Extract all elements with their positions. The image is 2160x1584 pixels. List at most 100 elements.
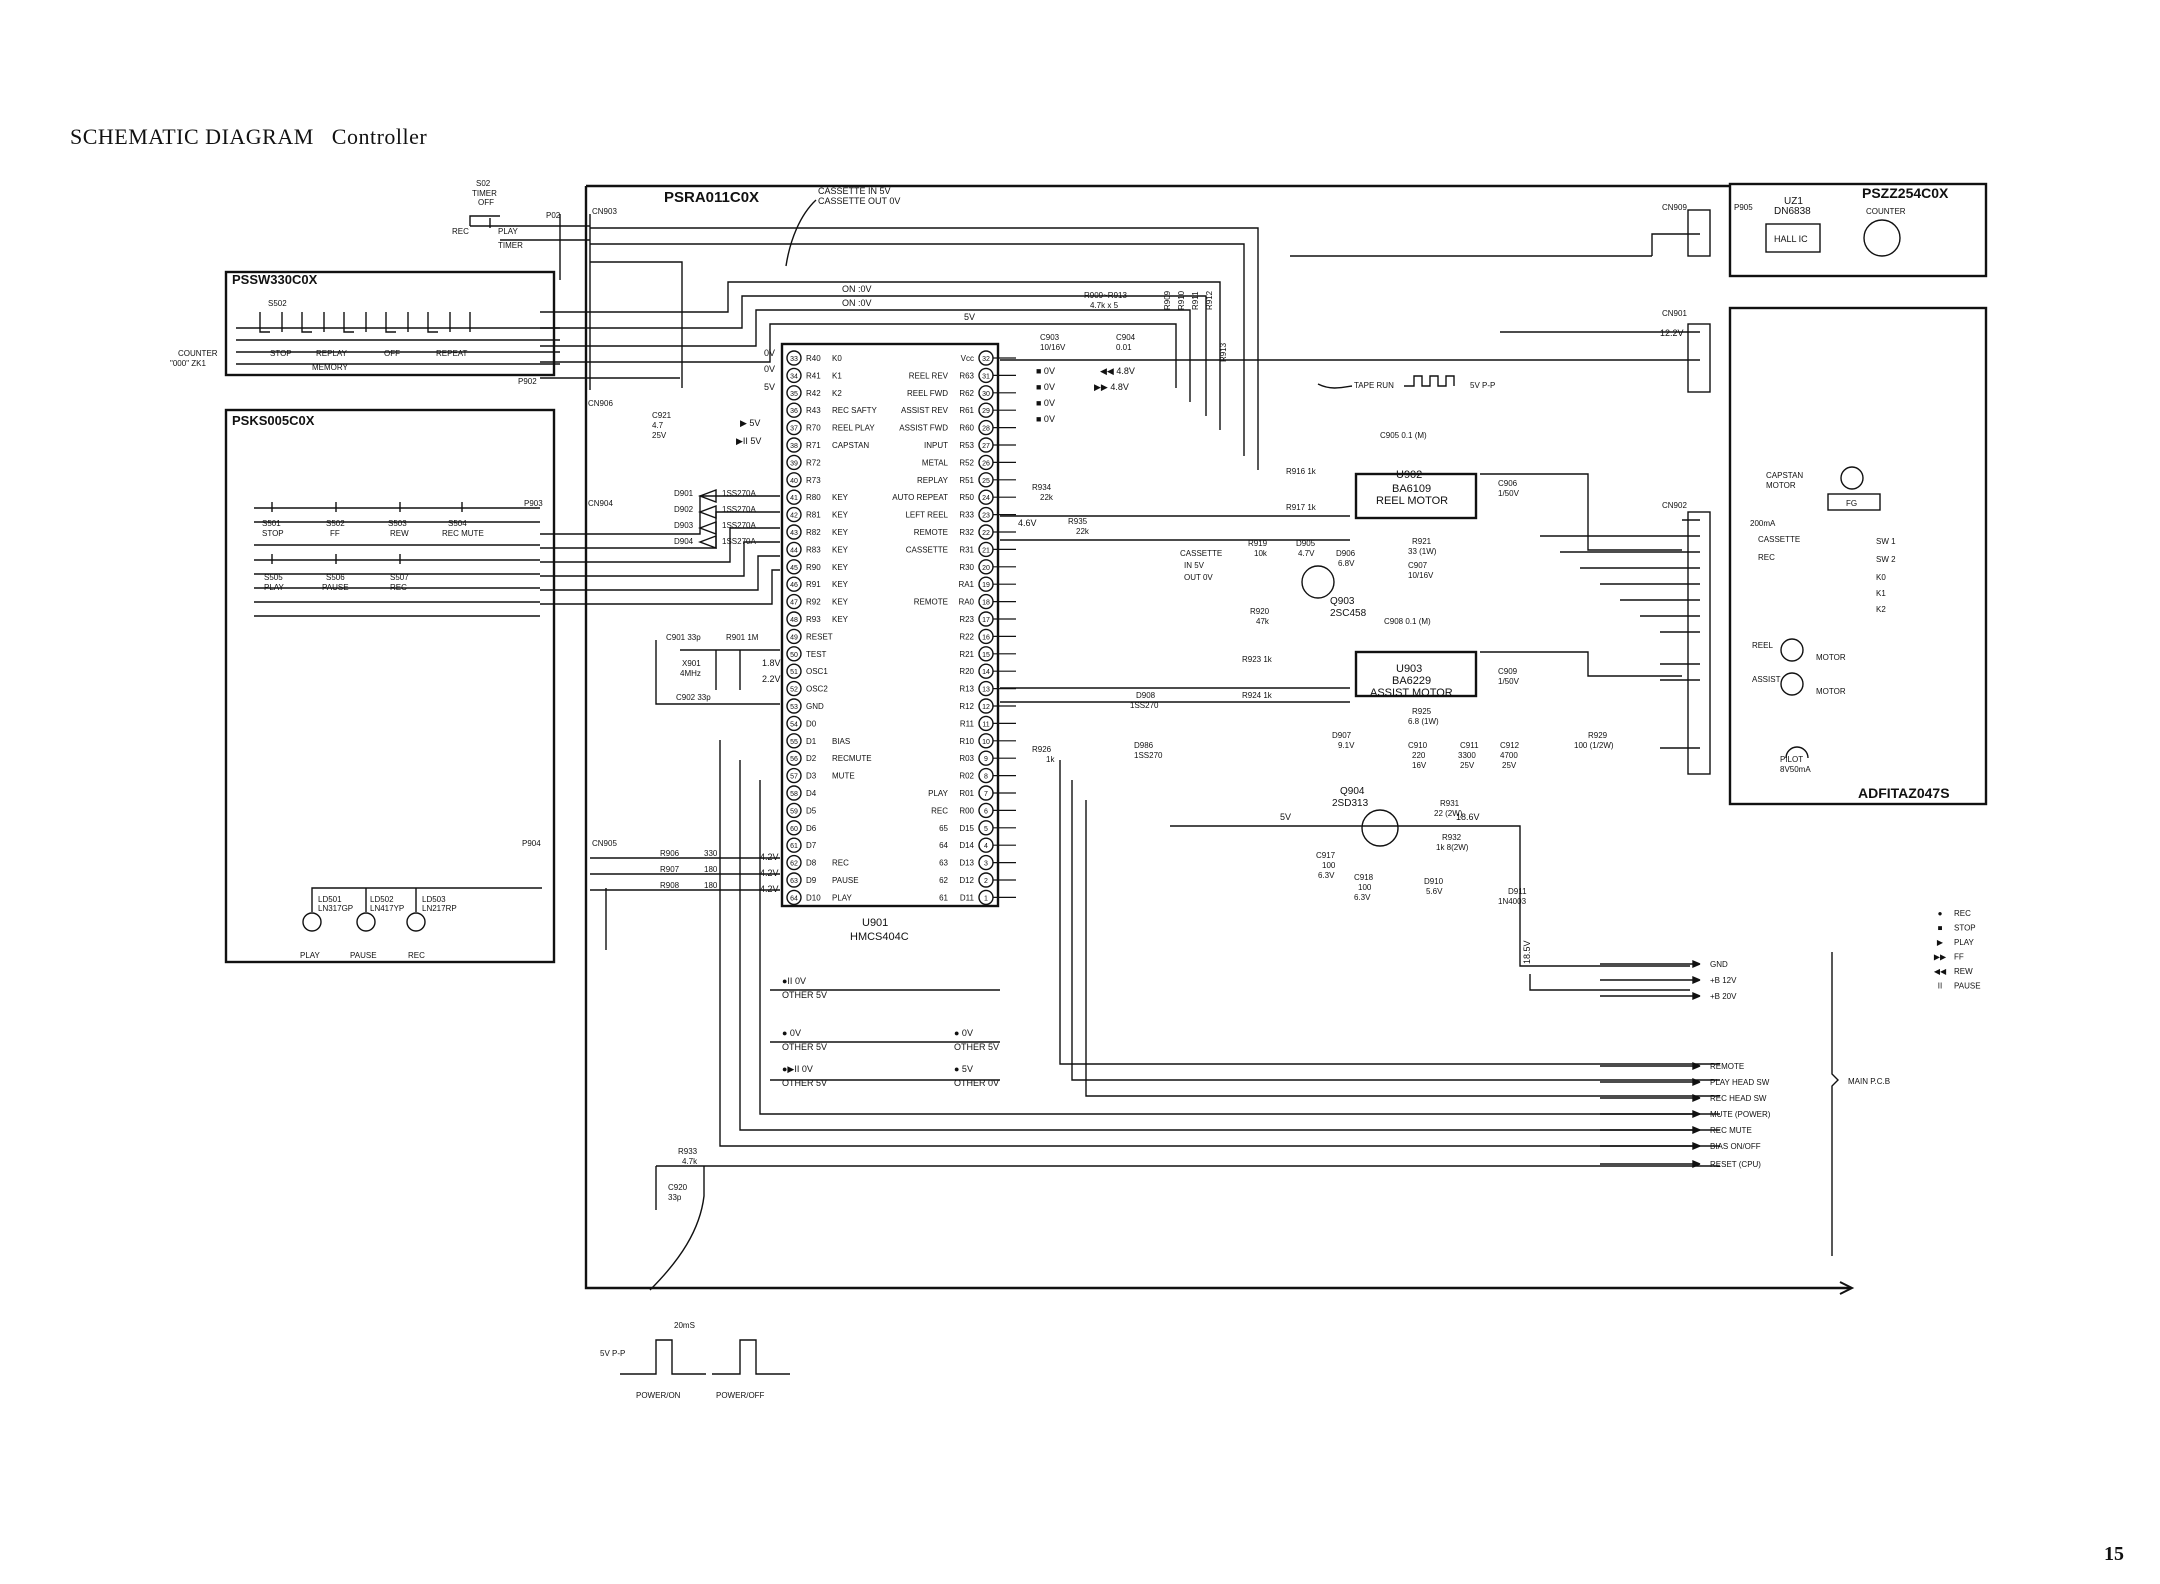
legend-label-0: REC — [1954, 909, 1971, 918]
sig-play5: ▶ 5V — [740, 418, 760, 428]
u901-pin-func-36: REC SAFTY — [832, 406, 878, 415]
u901-pin-num-13: 13 — [982, 687, 990, 694]
u901-pin-port-8: R02 — [959, 772, 974, 781]
cn905-label: CN905 — [592, 839, 617, 848]
u901-pin-37 — [786, 419, 802, 436]
u901-pin-port-41: R80 — [806, 493, 821, 502]
sw1-label: SW 1 — [1876, 537, 1896, 546]
c902-label: C902 33p — [676, 693, 711, 702]
u901-pin-port-28: R60 — [959, 424, 974, 433]
hall-label: HALL IC — [1774, 234, 1808, 244]
cn902-label: CN902 — [1662, 501, 1687, 510]
u901-pin-port-54: D0 — [806, 719, 817, 728]
pilot-label: PILOT — [1780, 755, 1803, 764]
r908-label: R908 — [660, 881, 680, 890]
u901-pin-port-22: R32 — [959, 528, 974, 537]
u901-pin-num-63: 63 — [790, 878, 798, 885]
r925-label: R925 — [1412, 707, 1432, 716]
q903-symbol — [1301, 565, 1335, 599]
d906-label: D906 — [1336, 549, 1356, 558]
state-4b: OTHER 5V — [954, 1042, 999, 1052]
pcb-line-label-0: GND — [1710, 960, 1728, 969]
tape-run-arrow — [1317, 383, 1353, 389]
top-note-1: CASSETTE IN 5V — [818, 186, 891, 196]
u901-pin-func-4: 64 — [939, 841, 948, 850]
c917-volt: 6.3V — [1318, 871, 1335, 880]
key-s504-name: REC MUTE — [442, 529, 484, 538]
key-s501-name: STOP — [262, 529, 284, 538]
u901-pin-port-4: D14 — [959, 841, 974, 850]
c921-volt: 25V — [652, 431, 667, 440]
led-1-id: LD501 — [318, 895, 342, 904]
u902-name: U902 — [1396, 469, 1422, 481]
u902-part: BA6109 — [1392, 483, 1431, 495]
u901-pin-num-39: 39 — [790, 460, 798, 467]
r934-label: R934 — [1032, 483, 1052, 492]
timer-l1: TIMER — [472, 189, 497, 198]
u901-pin-port-52: OSC2 — [806, 685, 828, 694]
five-v-q904: 5V — [1280, 812, 1291, 822]
u901-pin-port-33: R40 — [806, 354, 821, 363]
cassette-sw: CASSETTE — [1758, 535, 1800, 544]
u901-pin-num-38: 38 — [790, 443, 798, 450]
c918-volt: 6.3V — [1354, 893, 1371, 902]
u901-pin-func-42: KEY — [832, 511, 849, 520]
bus-lines — [540, 227, 1259, 950]
u901-pin-func-34: K1 — [832, 371, 842, 380]
state-1b: OTHER 5V — [782, 990, 827, 1000]
r926-label: R926 — [1032, 745, 1052, 754]
r919-val: 10k — [1254, 549, 1268, 558]
cn901-label: CN901 — [1662, 309, 1687, 318]
psks-label: PSKS005C0X — [232, 413, 315, 428]
u901-pin-port-25: R51 — [959, 476, 974, 485]
u901-pin-port-17: R23 — [959, 615, 974, 624]
key-s505: S505 — [264, 573, 283, 582]
u901-pin-port-1: D11 — [960, 893, 975, 902]
pssw-label: PSSW330C0X — [232, 272, 318, 287]
r929-label: R929 — [1588, 731, 1608, 740]
u901-pin-num-5: 5 — [984, 826, 988, 833]
u901-pin-func-33: K0 — [832, 354, 842, 363]
u901-pin-44 — [786, 541, 802, 558]
u901-pin-47 — [786, 593, 802, 610]
wave-on: POWER/ON — [636, 1391, 681, 1400]
u901-pin-func-41: KEY — [832, 493, 849, 502]
uz1-label: UZ1 — [1784, 196, 1803, 207]
r933-val: 4.7k — [682, 1157, 698, 1166]
legend-symbol-4: ◀◀ — [1934, 967, 1947, 976]
u901-pin-num-37: 37 — [790, 426, 798, 433]
psks-key-matrix — [254, 502, 540, 617]
d908-val: 1SS270 — [1130, 701, 1159, 710]
u901-pin-port-53: GND — [806, 702, 824, 711]
pcb-line-label-7: REC MUTE — [1710, 1126, 1752, 1135]
r909-val: 4.7k x 5 — [1090, 301, 1119, 310]
volt-186v: 18.6V — [1456, 812, 1480, 822]
pssw-counter: COUNTER — [178, 349, 218, 358]
r906-label: R906 — [660, 849, 680, 858]
u901-pin-port-5: D15 — [959, 824, 974, 833]
r907-val: 180 — [704, 865, 718, 874]
c901-label: C901 33p — [666, 633, 701, 642]
u901-pin-port-34: R41 — [806, 371, 821, 380]
r932-label: R932 — [1442, 833, 1462, 842]
pcb-arrow-1 — [1600, 975, 1701, 985]
u901-pin-num-44: 44 — [790, 547, 798, 554]
volt-0v-a: 0V — [764, 348, 775, 358]
title-main: SCHEMATIC DIAGRAM — [70, 124, 314, 149]
legend-symbol-2: ▶ — [1937, 938, 1944, 947]
legend-label-3: FF — [1954, 953, 1964, 962]
u901-pin-port-20: R30 — [959, 563, 974, 572]
u901-pin-func-30: REEL FWD — [907, 389, 948, 398]
mode-2a: ■ 0V — [1036, 382, 1055, 392]
u901-pin-num-45: 45 — [790, 565, 798, 572]
u901-pin-port-42: R81 — [806, 511, 821, 520]
timer-name: S02 — [476, 179, 491, 188]
pcb-line-label-5: REC HEAD SW — [1710, 1094, 1767, 1103]
q903-part: 2SC458 — [1330, 608, 1367, 619]
u901-pin-64 — [786, 889, 802, 906]
cn901-body — [1687, 323, 1711, 393]
u901-pin-num-57: 57 — [790, 774, 798, 781]
u901-pin-num-32: 32 — [982, 356, 990, 363]
power-waveform — [620, 1339, 790, 1375]
